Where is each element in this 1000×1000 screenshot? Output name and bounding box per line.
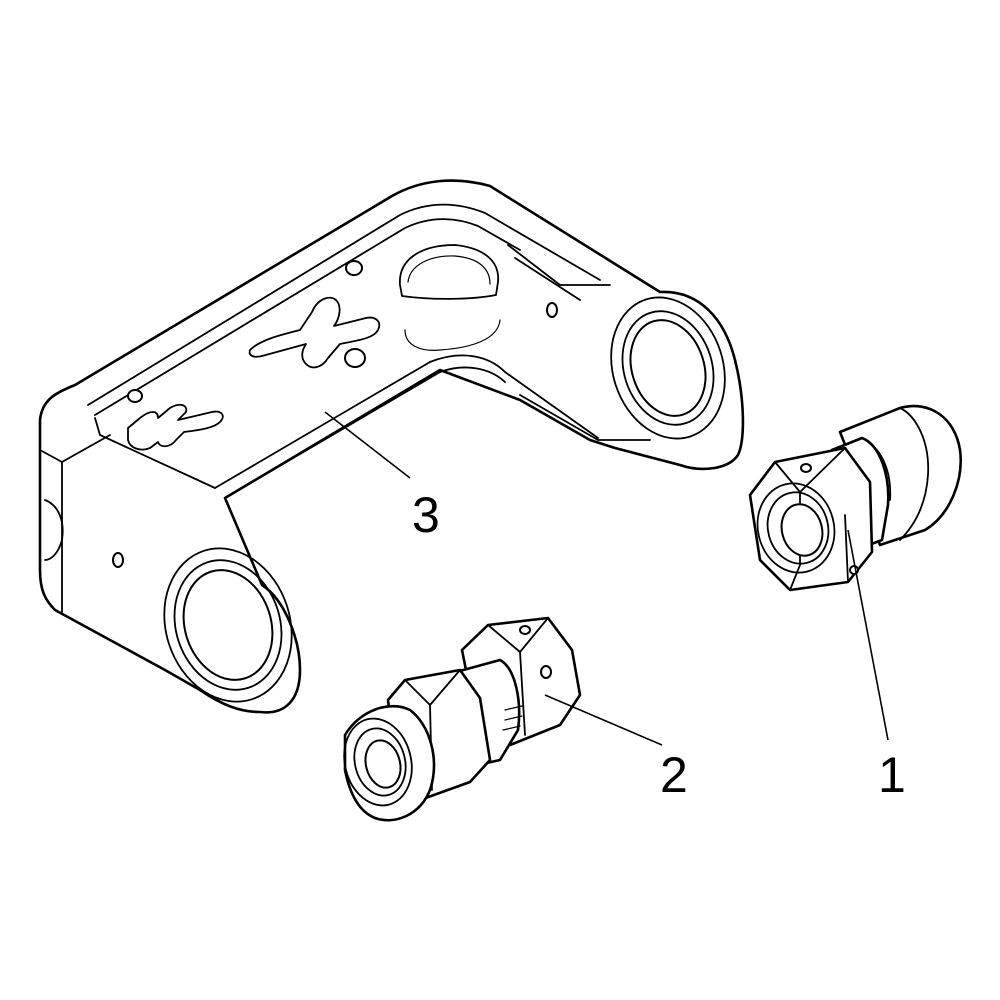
callout-1: 1 bbox=[878, 747, 906, 803]
leader-line-1 bbox=[847, 529, 889, 741]
mounting-bracket-icon bbox=[38, 179, 745, 714]
leader-line-3 bbox=[324, 411, 411, 479]
callout-2: 2 bbox=[660, 747, 688, 803]
leader-line-2 bbox=[544, 694, 663, 746]
union-fitting-icon bbox=[343, 616, 582, 822]
union-fitting-icon bbox=[748, 404, 962, 592]
callout-3: 3 bbox=[412, 487, 440, 543]
